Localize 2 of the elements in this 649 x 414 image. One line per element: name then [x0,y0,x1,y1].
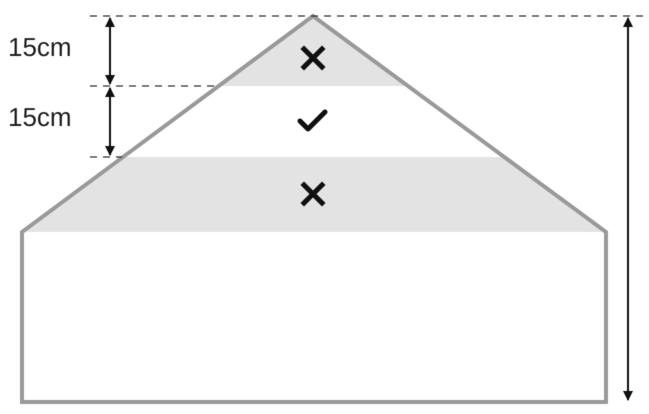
dimension-label: 15cm [8,34,72,60]
dimension-label: 15cm [8,104,72,130]
